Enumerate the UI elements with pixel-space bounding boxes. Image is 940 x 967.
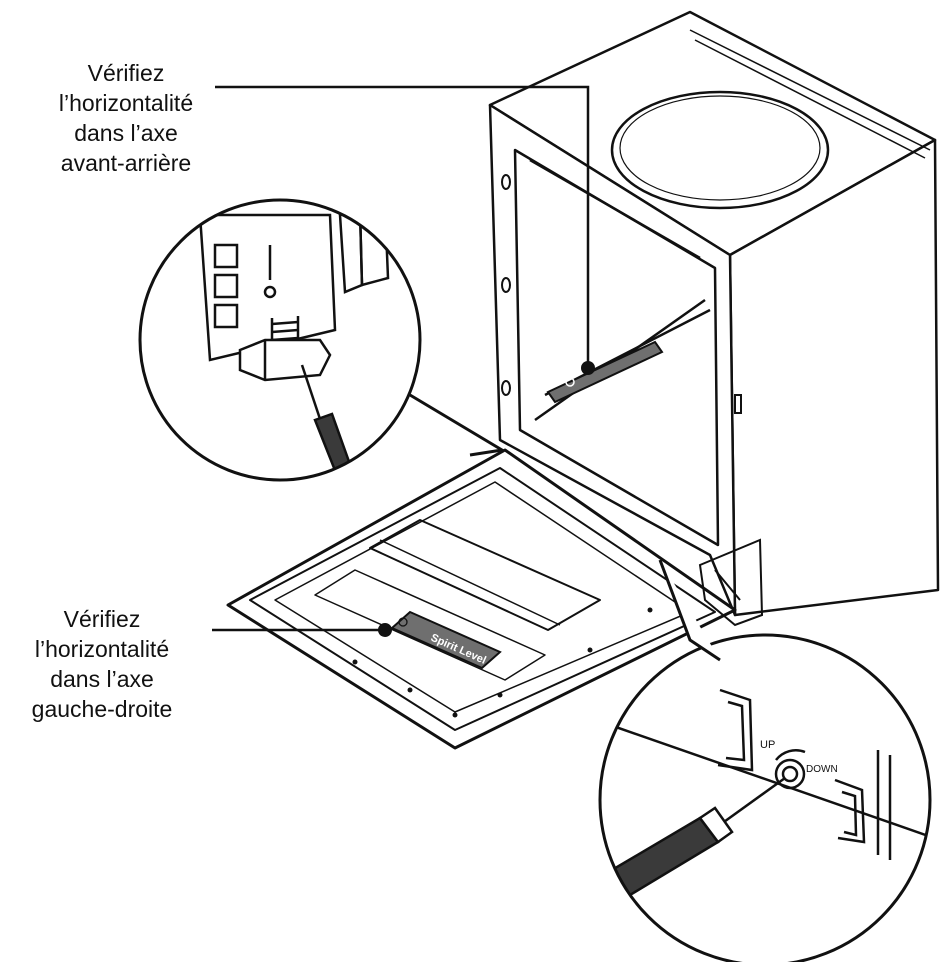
adjuster-up-label: UP xyxy=(760,739,775,751)
top-circle xyxy=(610,90,830,210)
frame-holes xyxy=(501,174,742,414)
adjuster-down-label: DOWN xyxy=(806,764,838,775)
callout-left-right-line-4: gauche-droite xyxy=(31,696,173,722)
door-holes xyxy=(352,607,653,718)
callout-front-back-line-1: Vérifiez xyxy=(87,60,165,86)
callout-left-right: Vérifiez l’horizontalité dans l’axe gauc… xyxy=(2,604,202,724)
callout-front-back-line-4: avant-arrière xyxy=(60,150,192,176)
callout-left-right-line-2: l’horizontalité xyxy=(34,636,170,662)
callout-front-back-line-2: l’horizontalité xyxy=(58,90,194,116)
leader-lines xyxy=(212,85,590,632)
callout-front-back: Vérifiez l’horizontalité dans l’axe avan… xyxy=(8,58,244,178)
spirit-level-inner xyxy=(546,340,664,404)
callout-left-right-line-3: dans l’axe xyxy=(50,666,154,692)
magnifier-leg xyxy=(138,198,507,482)
callout-front-back-line-3: dans l’axe xyxy=(74,120,178,146)
top-grille xyxy=(689,29,931,159)
leader-dot-top xyxy=(581,361,595,375)
dishwasher-cabinet xyxy=(488,10,940,617)
callout-left-right-line-1: Vérifiez xyxy=(63,606,141,632)
magnifier-adjuster: UP DOWN xyxy=(598,559,932,967)
dishwasher-door xyxy=(226,448,737,750)
hinge-bracket xyxy=(698,538,764,627)
leader-dot-bottom xyxy=(378,623,392,637)
